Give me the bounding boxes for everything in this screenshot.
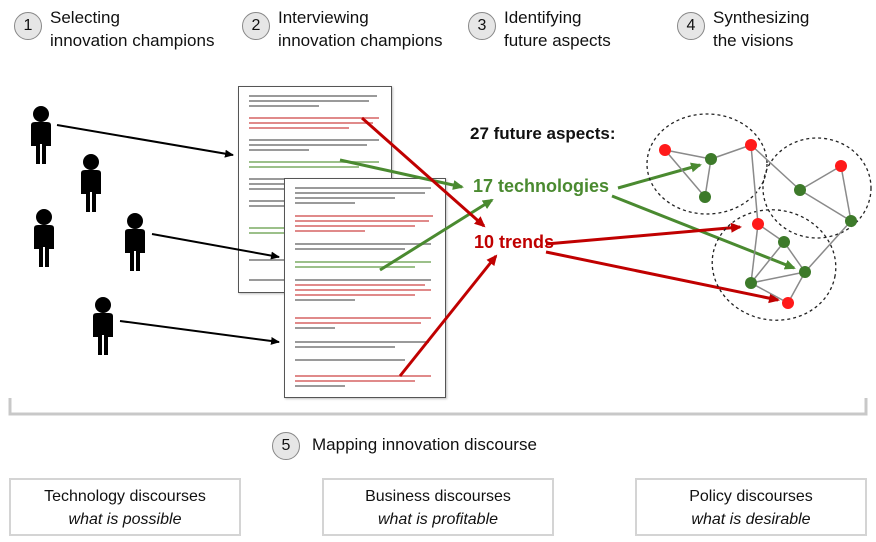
arrow xyxy=(545,222,742,246)
technology-node xyxy=(778,236,790,248)
arrow xyxy=(339,158,464,190)
arrow xyxy=(119,320,280,345)
technology-discourses-box: Technology discourses what is possible xyxy=(9,478,241,536)
business-discourses-box: Business discourses what is profitable xyxy=(322,478,554,536)
step-label: Selecting innovation champions xyxy=(50,8,215,50)
cluster-ellipse xyxy=(646,113,768,215)
trend-node xyxy=(782,297,794,309)
discourse-title: Policy discourses xyxy=(689,488,813,505)
trend-node xyxy=(835,160,847,172)
network-edges xyxy=(664,144,852,304)
arrow xyxy=(56,124,234,158)
step-1: 1 Selecting innovation champions xyxy=(14,6,214,52)
arrow xyxy=(611,194,796,270)
discourse-subtitle: what is profitable xyxy=(377,511,499,528)
technology-node xyxy=(705,153,717,165)
mapping-bracket xyxy=(8,398,868,416)
discourse-subtitle: what is possible xyxy=(68,511,182,528)
technology-node xyxy=(794,184,806,196)
person-icon xyxy=(81,154,101,212)
trend-node xyxy=(752,218,764,230)
person-icon xyxy=(31,106,51,164)
step-3: 3 Identifying future aspects xyxy=(468,6,611,52)
step-2: 2 Interviewing innovation champions xyxy=(242,6,442,52)
discourse-subtitle: what is desirable xyxy=(691,511,811,528)
step-number: 5 xyxy=(272,432,300,460)
discourse-title: Technology discourses xyxy=(44,488,206,505)
arrow xyxy=(379,198,494,272)
mapping-title: Mapping innovation discourse xyxy=(312,435,537,454)
technology-node xyxy=(799,266,811,278)
trend-node xyxy=(745,139,757,151)
aspects-title: 27 future aspects: xyxy=(470,124,616,143)
cluster-ellipse xyxy=(711,209,837,321)
step-label: Identifying future aspects xyxy=(504,8,611,50)
step-number: 1 xyxy=(14,12,42,40)
person-icon xyxy=(93,297,113,355)
technologies-label: 17 technologies xyxy=(473,176,610,196)
arrow xyxy=(398,254,498,377)
technology-node xyxy=(699,191,711,203)
arrow xyxy=(361,116,486,228)
trends-label: 10 trends xyxy=(474,232,555,252)
arrow xyxy=(617,162,702,190)
cluster-ellipse xyxy=(762,137,872,239)
person-icon xyxy=(125,213,145,271)
technology-node xyxy=(845,215,857,227)
step-label: Synthesizing the visions xyxy=(713,8,810,50)
trend-node xyxy=(659,144,671,156)
arrow xyxy=(151,233,280,260)
person-icon xyxy=(34,209,54,267)
arrow xyxy=(545,250,780,304)
step-number: 3 xyxy=(468,12,496,40)
step-number: 2 xyxy=(242,12,270,40)
technology-node xyxy=(745,277,757,289)
policy-discourses-box: Policy discourses what is desirable xyxy=(635,478,867,536)
step-5: 5 Mapping innovation discourse xyxy=(272,432,537,460)
discourse-title: Business discourses xyxy=(365,488,511,505)
interview-document-2 xyxy=(284,178,446,398)
step-label: Interviewing innovation champions xyxy=(278,8,443,50)
step-4: 4 Synthesizing the visions xyxy=(677,6,809,52)
step-number: 4 xyxy=(677,12,705,40)
